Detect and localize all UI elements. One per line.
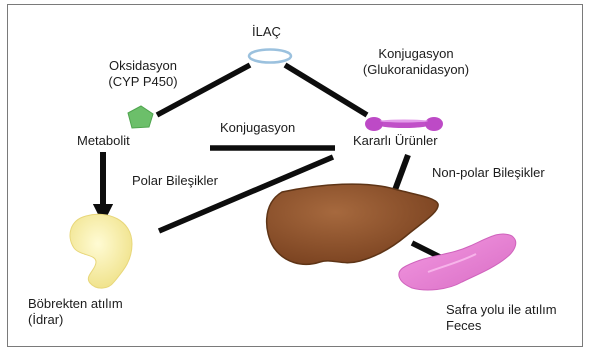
bile-excretion-line-2: Feces (446, 318, 557, 334)
bile-excretion-line-1: Safra yolu ile atılım (446, 302, 557, 318)
edge-products-to-liver (395, 155, 408, 190)
kidney-excretion-line-2: (İdrar) (28, 312, 123, 328)
conjugation-top-label: Konjugasyon (Glukoranidasyon) (346, 46, 486, 78)
nonpolar-compounds-label: Non-polar Bileşikler (432, 165, 545, 181)
pentagon-icon (128, 106, 153, 128)
oxidation-line-1: Oksidasyon (88, 58, 198, 74)
kidney-excretion-label: Böbrekten atılım (İdrar) (28, 296, 123, 328)
bone-shaped-molecule-icon (365, 117, 443, 131)
bile-excretion-label: Safra yolu ile atılım Feces (446, 302, 557, 334)
oxidation-label: Oksidasyon (CYP P450) (88, 58, 198, 90)
metabolite-label: Metabolit (77, 133, 130, 149)
conjugation-top-line-1: Konjugasyon (346, 46, 486, 62)
oxidation-line-2: (CYP P450) (88, 74, 198, 90)
stable-products-label: Kararlı Ürünler (353, 133, 438, 149)
drug-label: İLAÇ (252, 24, 281, 40)
capsule-icon (249, 50, 291, 63)
conjugation-mid-label: Konjugasyon (220, 120, 295, 136)
kidney-excretion-line-1: Böbrekten atılım (28, 296, 123, 312)
conjugation-top-line-2: (Glukoranidasyon) (346, 62, 486, 78)
polar-compounds-label: Polar Bileşikler (132, 173, 218, 189)
kidney-icon (70, 214, 132, 288)
liver-icon (267, 184, 439, 264)
